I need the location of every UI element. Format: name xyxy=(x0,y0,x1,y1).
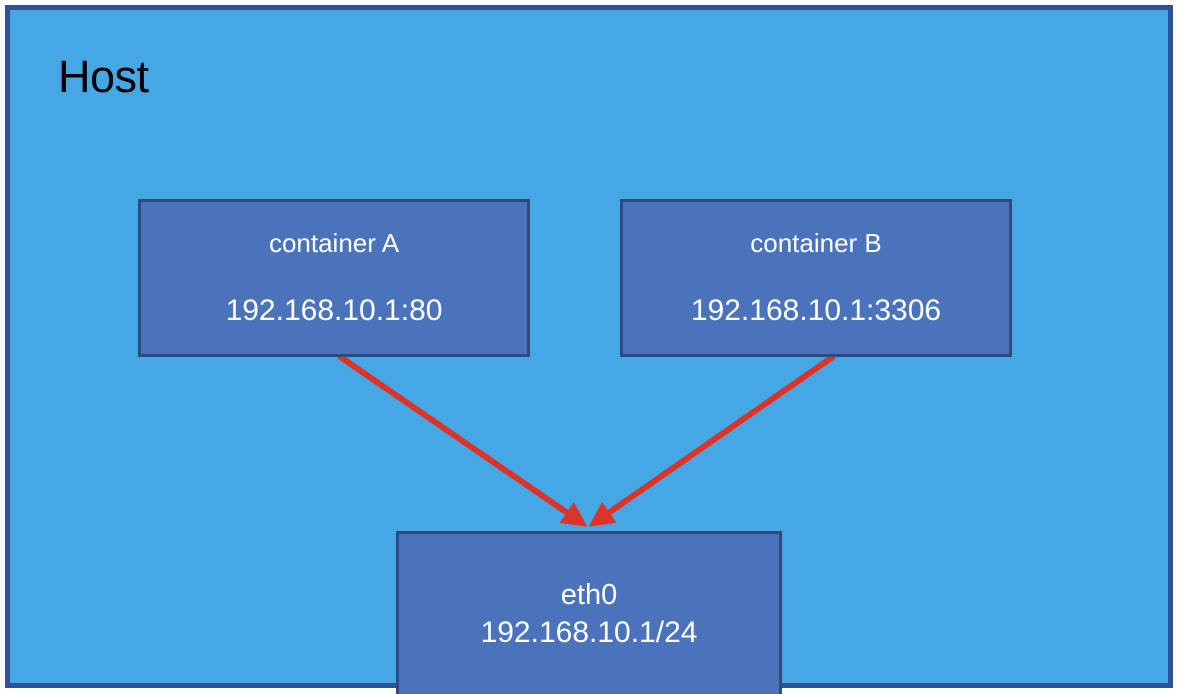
node-container-b[interactable]: container B 192.168.10.1:3306 xyxy=(620,199,1012,357)
host-label: Host xyxy=(58,51,149,102)
container-a-address: 192.168.10.1:80 xyxy=(225,294,443,328)
container-a-title: container A xyxy=(268,228,400,258)
container-b-title: container B xyxy=(750,228,882,258)
eth0-title: eth0 xyxy=(560,579,618,611)
container-b-address: 192.168.10.1:3306 xyxy=(690,294,942,328)
node-eth0[interactable]: eth0 192.168.10.1/24 xyxy=(396,531,782,694)
node-container-a[interactable]: container A 192.168.10.1:80 xyxy=(138,199,530,357)
eth0-address: 192.168.10.1/24 xyxy=(480,615,698,649)
